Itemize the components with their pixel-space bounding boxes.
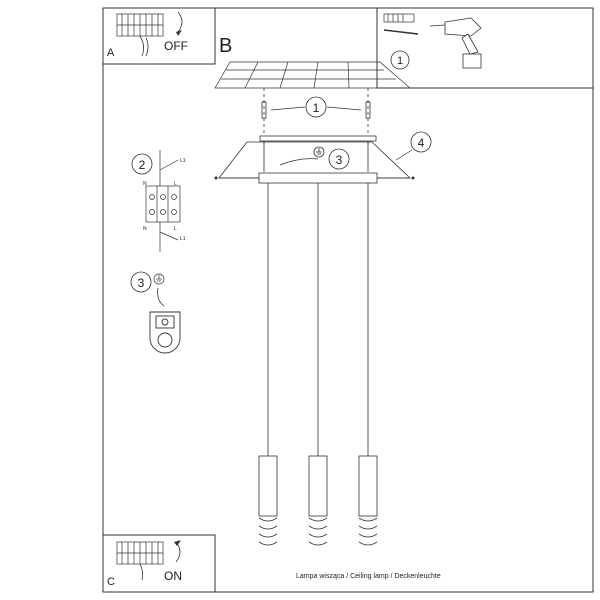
mounting-bracket [259, 135, 377, 172]
terminal-l-top: L [174, 181, 177, 187]
panel-b-letter: B [219, 35, 232, 57]
terminal-n-bottom: N [143, 226, 147, 232]
sheet-frame [102, 7, 594, 593]
callout-canopy: 4 [418, 136, 425, 150]
product-caption: Lampa wisząca / Ceiling lamp / Deckenleu… [296, 573, 441, 580]
panel-c-state: ON [164, 569, 182, 583]
canopy [218, 141, 412, 184]
suspension-cables [267, 183, 369, 456]
ground-terminal-icon [149, 311, 181, 354]
terminal-l1-bottom: L1 [180, 236, 186, 242]
drill-icon [429, 17, 482, 69]
pendant-lamp-right [358, 455, 378, 546]
ground-icon-small [153, 273, 165, 285]
callout-ground: 3 [336, 153, 343, 167]
pendant-lamp-left [258, 455, 278, 546]
hand-icon [139, 35, 149, 57]
fuse-box-icon [116, 13, 164, 37]
terminal-n-top: N [143, 181, 147, 187]
panel-c-letter: C [107, 576, 115, 588]
callout-tools: 1 [397, 55, 403, 67]
callout-screws: 1 [313, 101, 320, 115]
screw-anchor-icon [383, 13, 419, 35]
terminal-l1-top: L1 [180, 158, 186, 164]
panel-a-letter: A [107, 47, 115, 59]
panel-a: A OFF [102, 7, 216, 65]
terminal-l-bottom: L [174, 226, 177, 232]
tools-panel: 1 [376, 7, 594, 89]
pendant-lamp-center [308, 455, 328, 546]
callout-ground-detail: 3 [138, 276, 145, 290]
fuse-box-icon-c [116, 541, 164, 565]
callout-wiring: 2 [139, 158, 146, 172]
ground-icon [313, 146, 325, 158]
hand-icon-c [139, 563, 144, 581]
terminal-block [145, 150, 181, 252]
panel-c: C ON [102, 534, 216, 593]
arrow-down-icon [177, 11, 183, 33]
panel-a-state: OFF [164, 39, 188, 53]
ceiling-plate [214, 61, 411, 89]
